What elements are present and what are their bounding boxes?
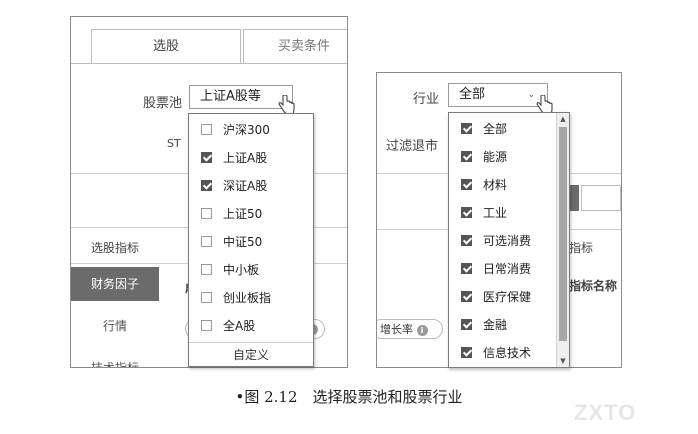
checkbox-icon[interactable] bbox=[201, 264, 212, 275]
scroll-down-icon[interactable]: ▼ bbox=[560, 357, 566, 365]
scroll-up-icon[interactable]: ▲ bbox=[560, 115, 566, 123]
checkbox-icon[interactable] bbox=[461, 179, 472, 190]
indicator-name-fragment: 指标名称 bbox=[569, 279, 618, 293]
pool-option[interactable]: 全A股 bbox=[189, 312, 313, 340]
industry-option[interactable]: 工业 bbox=[449, 199, 569, 227]
checkbox-icon[interactable] bbox=[461, 123, 472, 134]
pool-option[interactable]: 中小板 bbox=[189, 256, 313, 284]
checkbox-icon[interactable] bbox=[201, 292, 212, 303]
section-label: 选股指标 bbox=[91, 241, 140, 255]
industry-option[interactable]: 材料 bbox=[449, 171, 569, 199]
sidebar-item-technical[interactable]: 技术指标 bbox=[90, 361, 139, 368]
checkbox-icon[interactable] bbox=[461, 319, 472, 330]
hand-pointer-icon bbox=[278, 95, 295, 115]
checkbox-icon[interactable] bbox=[201, 208, 212, 219]
pool-option[interactable]: 深证A股 bbox=[189, 172, 313, 200]
chevron-down-icon: ⌄ bbox=[527, 90, 535, 100]
pool-option[interactable]: 中证50 bbox=[189, 228, 313, 256]
filter-delisted-label: 过滤退市 bbox=[386, 139, 439, 154]
checkbox-icon[interactable] bbox=[461, 291, 472, 302]
industry-option[interactable]: 全部 bbox=[449, 115, 569, 143]
hand-pointer-icon bbox=[536, 95, 553, 115]
tab-stock-selection[interactable]: 选股 bbox=[91, 29, 241, 64]
checkbox-icon[interactable] bbox=[461, 207, 472, 218]
custom-pool-button[interactable]: 自定义 bbox=[189, 342, 313, 367]
pool-option[interactable]: 上证50 bbox=[189, 200, 313, 228]
checkbox-icon[interactable] bbox=[201, 152, 212, 163]
info-icon: i bbox=[416, 324, 428, 336]
checkbox-icon[interactable] bbox=[201, 236, 212, 247]
checkbox-icon[interactable] bbox=[461, 151, 472, 162]
industry-option[interactable]: 信息技术 bbox=[449, 339, 569, 367]
industry-option[interactable]: 日常消费 bbox=[449, 255, 569, 283]
sidebar-item-market[interactable]: 行情 bbox=[102, 319, 127, 333]
tab-divider bbox=[71, 63, 347, 64]
checkbox-icon[interactable] bbox=[461, 347, 472, 358]
pool-option[interactable]: 上证A股 bbox=[189, 144, 313, 172]
figure-caption: •图 2.12 选择股票池和股票行业 bbox=[235, 388, 463, 406]
pool-option[interactable]: 创业板指 bbox=[189, 284, 313, 312]
industry-label: 行业 bbox=[413, 92, 440, 107]
industry-value: 全部 bbox=[459, 87, 486, 102]
industry-option[interactable]: 金融 bbox=[449, 311, 569, 339]
industry-menu: 全部 能源 材料 工业 可选消费 日常消费 医疗保健 金融 信息技术 ▲ ▼ bbox=[448, 112, 570, 368]
industry-option[interactable]: 能源 bbox=[449, 143, 569, 171]
checkbox-icon[interactable] bbox=[461, 263, 472, 274]
stock-pool-menu: 沪深300 上证A股 深证A股 上证50 中证50 中小板 创业板指 全A股 自… bbox=[188, 113, 314, 367]
industry-select[interactable]: 全部 ⌄ bbox=[448, 83, 548, 107]
menu-scrollbar[interactable]: ▲ ▼ bbox=[556, 113, 569, 367]
watermark: ZXTO bbox=[574, 400, 637, 425]
active-tab-marker bbox=[569, 185, 579, 211]
checkbox-icon[interactable] bbox=[201, 124, 212, 135]
stock-pool-value: 上证A股等 bbox=[200, 89, 261, 104]
checkbox-icon[interactable] bbox=[461, 235, 472, 246]
checkbox-icon[interactable] bbox=[201, 180, 212, 191]
industry-option[interactable]: 医疗保健 bbox=[449, 283, 569, 311]
tab-stub[interactable] bbox=[581, 185, 621, 211]
growth-rate-pill[interactable]: 增长率 i bbox=[377, 319, 443, 339]
stock-pool-label: 股票池 bbox=[143, 96, 183, 111]
industry-option[interactable]: 可选消费 bbox=[449, 227, 569, 255]
stock-pool-select[interactable]: 上证A股等 bbox=[189, 85, 293, 109]
sidebar-item-financial[interactable]: 财务因子 bbox=[71, 267, 159, 301]
pool-option[interactable]: 沪深300 bbox=[189, 116, 313, 144]
tab-trade-conditions[interactable]: 买卖条件 bbox=[243, 29, 347, 64]
scroll-thumb[interactable] bbox=[559, 127, 567, 341]
st-label: ST bbox=[167, 137, 181, 150]
checkbox-icon[interactable] bbox=[201, 320, 212, 331]
indicator-label-fragment: 指标 bbox=[569, 241, 594, 255]
